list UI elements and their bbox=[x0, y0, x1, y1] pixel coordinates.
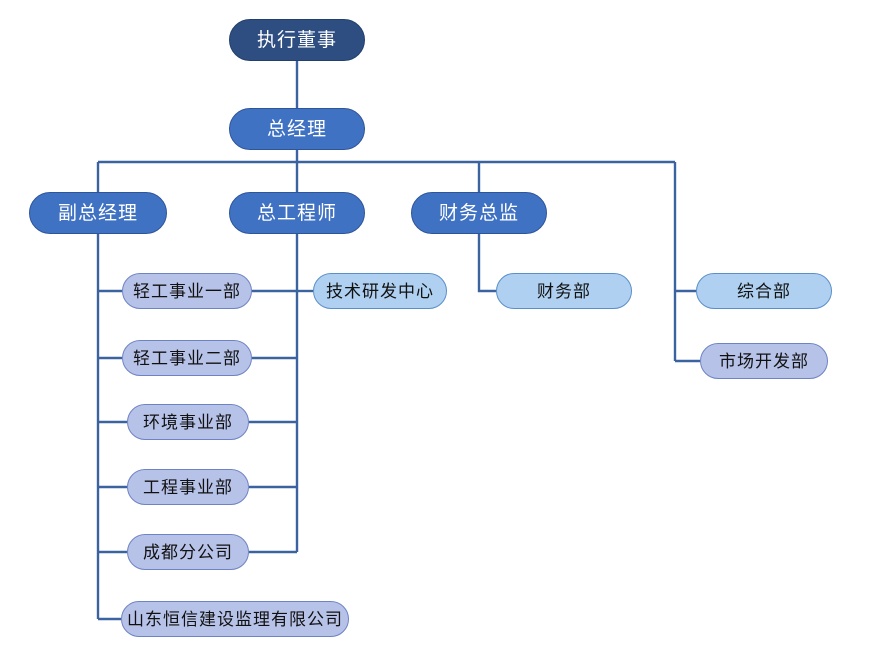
node-rd-center[interactable]: 技术研发中心 bbox=[313, 273, 447, 309]
node-cfo[interactable]: 财务总监 bbox=[411, 192, 547, 234]
node-label: 成都分公司 bbox=[143, 542, 233, 562]
node-label: 轻工事业一部 bbox=[133, 281, 241, 301]
node-light-industry-div-2[interactable]: 轻工事业二部 bbox=[122, 340, 252, 376]
node-label: 技术研发中心 bbox=[326, 281, 434, 301]
node-label: 财务总监 bbox=[438, 202, 519, 224]
node-label: 总经理 bbox=[266, 118, 327, 140]
node-environment-division[interactable]: 环境事业部 bbox=[127, 404, 249, 440]
node-label: 工程事业部 bbox=[143, 477, 233, 497]
node-label: 副总经理 bbox=[57, 202, 138, 224]
node-label: 总工程师 bbox=[256, 202, 337, 224]
node-label: 综合部 bbox=[737, 281, 791, 301]
node-market-development-department[interactable]: 市场开发部 bbox=[700, 343, 828, 379]
node-chengdu-branch[interactable]: 成都分公司 bbox=[127, 534, 249, 570]
node-vice-general-manager[interactable]: 副总经理 bbox=[29, 192, 167, 234]
node-general-affairs-department[interactable]: 综合部 bbox=[696, 273, 832, 309]
node-label: 执行董事 bbox=[256, 29, 337, 51]
node-light-industry-div-1[interactable]: 轻工事业一部 bbox=[122, 273, 252, 309]
node-exec-director[interactable]: 执行董事 bbox=[229, 19, 365, 61]
node-general-manager[interactable]: 总经理 bbox=[229, 108, 365, 150]
node-label: 财务部 bbox=[537, 281, 591, 301]
node-chief-engineer[interactable]: 总工程师 bbox=[229, 192, 365, 234]
node-label: 山东恒信建设监理有限公司 bbox=[127, 609, 343, 629]
edge-cfo-to-finance bbox=[477, 234, 496, 293]
node-label: 轻工事业二部 bbox=[133, 348, 241, 368]
node-label: 环境事业部 bbox=[143, 412, 233, 432]
node-label: 市场开发部 bbox=[719, 351, 809, 371]
node-finance-department[interactable]: 财务部 bbox=[496, 273, 632, 309]
node-shandong-subsidiary[interactable]: 山东恒信建设监理有限公司 bbox=[121, 601, 349, 637]
node-engineering-division[interactable]: 工程事业部 bbox=[127, 469, 249, 505]
